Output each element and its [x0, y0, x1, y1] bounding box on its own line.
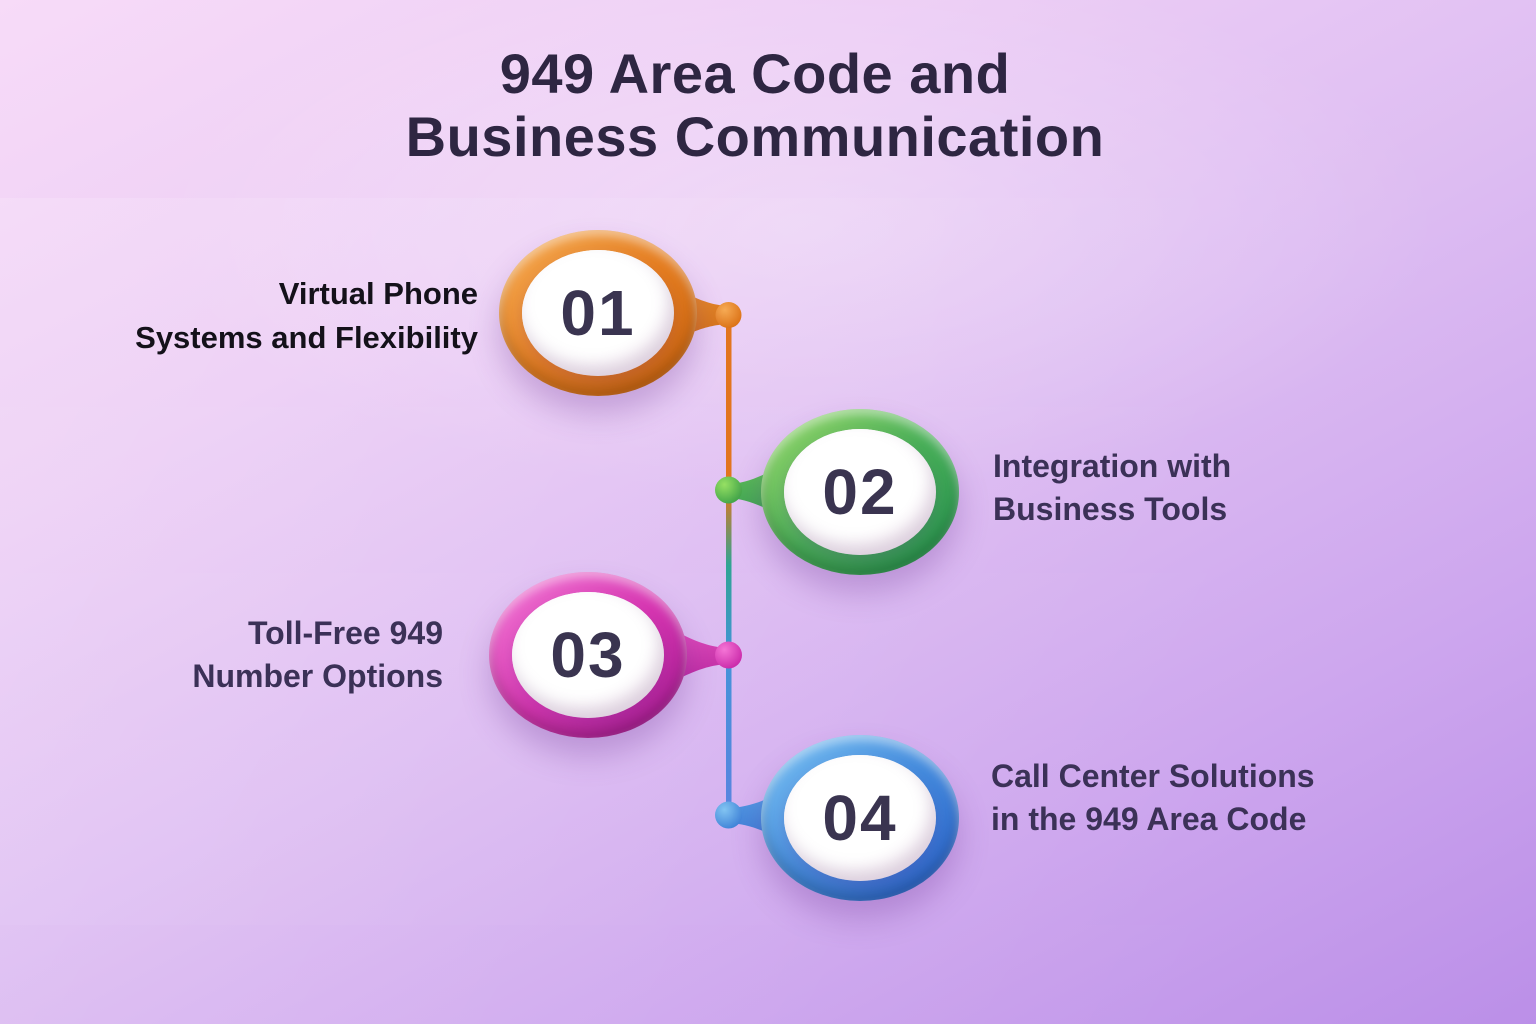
step-02-number: 02 — [822, 456, 898, 528]
step-02-marker: 02 — [761, 409, 959, 575]
step-03-label-line1: Toll-Free 949 — [247, 615, 443, 651]
step-04-number: 04 — [822, 782, 898, 854]
step-04-label-line2: in the 949 Area Code — [991, 801, 1307, 837]
timeline-dot-03 — [715, 641, 742, 669]
timeline-dot-04 — [715, 801, 742, 829]
step-04-marker: 04 — [761, 735, 959, 901]
timeline-dot-02 — [715, 476, 742, 504]
page-title-line2: Business Communication — [405, 105, 1105, 168]
step-01-label: Virtual Phone Systems and Flexibility — [135, 272, 478, 360]
step-02-circle: 02 — [784, 429, 936, 555]
step-03-circle: 03 — [512, 592, 664, 718]
step-02-label-line2: Business Tools — [993, 491, 1228, 527]
step-01-circle: 01 — [522, 250, 674, 376]
step-01-label-line1: Virtual Phone — [278, 276, 478, 311]
step-02-label-line1: Integration with — [993, 448, 1232, 484]
step-03-label: Toll-Free 949 Number Options — [192, 612, 443, 698]
step-03-number: 03 — [550, 619, 626, 691]
step-02-label: Integration with Business Tools — [993, 445, 1231, 531]
step-01-number: 01 — [560, 277, 636, 349]
timeline-dot-01 — [715, 302, 742, 328]
step-01-marker: 01 — [499, 230, 697, 396]
page-title: 949 Area Code and Business Communication — [0, 42, 1510, 168]
timeline-line — [726, 313, 732, 818]
step-04-label-line1: Call Center Solutions — [991, 758, 1315, 794]
page-title-line1: 949 Area Code and — [499, 42, 1011, 105]
step-04-circle: 04 — [784, 755, 936, 881]
step-04-label: Call Center Solutions in the 949 Area Co… — [991, 755, 1315, 841]
step-01-label-line2: Systems and Flexibility — [135, 320, 478, 355]
step-03-label-line2: Number Options — [192, 658, 443, 694]
step-03-marker: 03 — [489, 572, 687, 738]
